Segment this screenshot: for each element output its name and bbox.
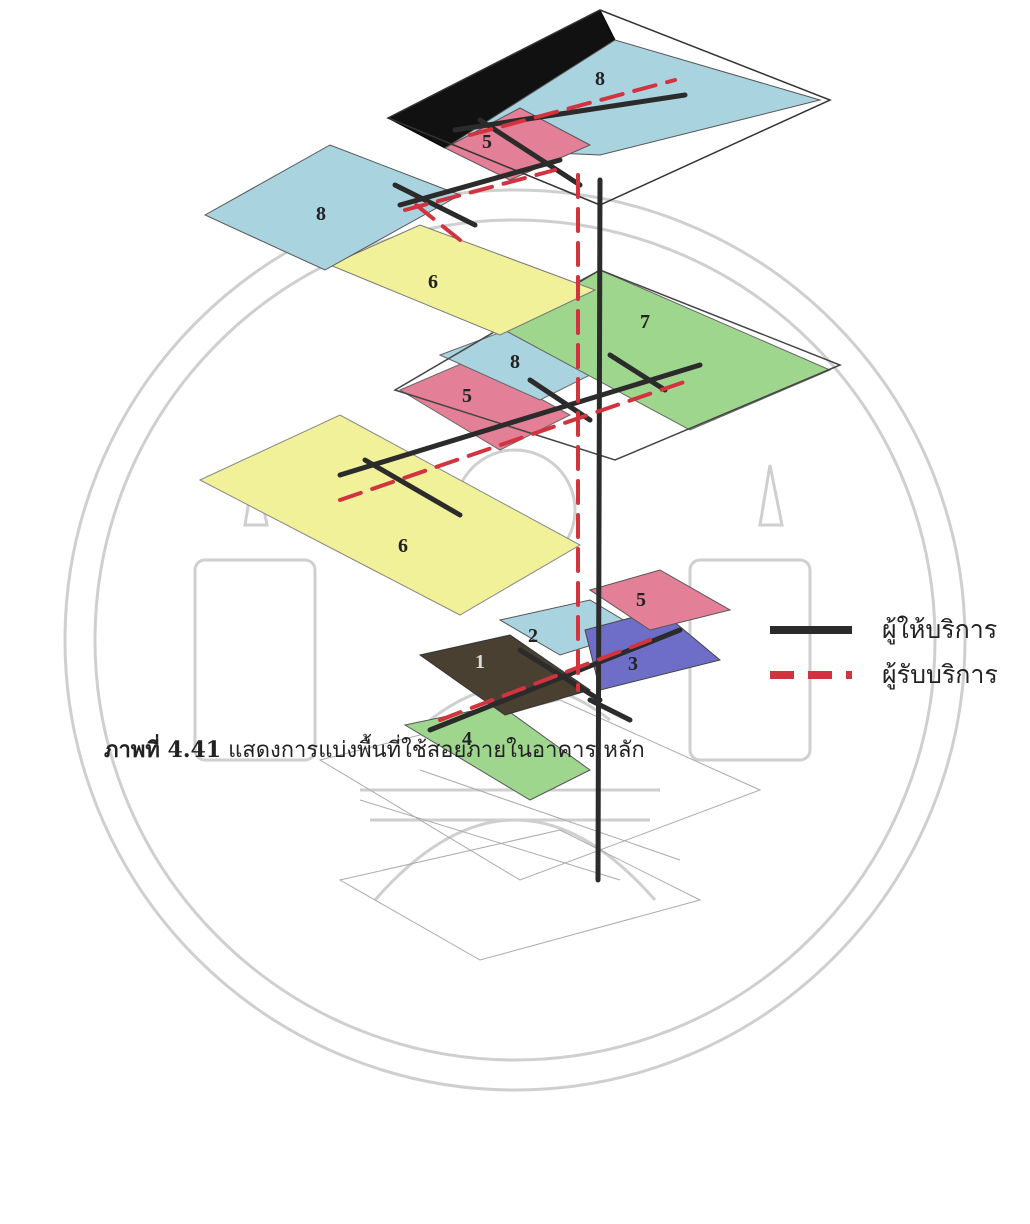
zone-label-5-low: 5 xyxy=(636,589,646,611)
zone-6-upper-plate xyxy=(328,224,597,336)
zone-label-5-top: 5 xyxy=(482,131,492,153)
floor-plates xyxy=(198,9,842,961)
zone-4-plate xyxy=(403,704,591,801)
zone-labels: 8 5 8 6 7 8 5 6 5 2 3 1 4 xyxy=(316,68,650,750)
figure-caption: ภาพที่ 4.41 แสดงการแบ่งพื้นที่ใช้สอยภายใ… xyxy=(104,732,804,767)
zone-label-1: 1 xyxy=(475,651,485,673)
caption-text: แสดงการแบ่งพื้นที่ใช้สอยภายในอาคาร หลัก xyxy=(221,738,645,763)
legend-item-receiver: ผู้รับบริการ xyxy=(770,655,998,695)
zone-label-7: 7 xyxy=(640,311,650,333)
zone-label-4: 4 xyxy=(462,728,472,750)
provider-circulation xyxy=(337,92,703,883)
receiver-line-swatch xyxy=(770,671,852,679)
legend-label-provider: ผู้ให้บริการ xyxy=(882,615,998,644)
zone-5-mid-plate xyxy=(398,359,572,451)
zone-label-5-mid: 5 xyxy=(462,385,472,407)
legend-label-receiver: ผู้รับบริการ xyxy=(882,660,998,689)
floor-4-outline xyxy=(386,9,832,206)
legend-item-provider: ผู้ให้บริการ xyxy=(770,610,997,650)
zone-label-2: 2 xyxy=(528,625,538,647)
caption-figure-number: ภาพที่ 4.41 xyxy=(104,737,222,763)
zone-5-low-plate xyxy=(588,569,732,631)
zone-6-lower-plate xyxy=(198,414,582,616)
zone-label-6-lower: 6 xyxy=(398,535,408,557)
zone-label-6-upper: 6 xyxy=(428,271,438,293)
provider-line-swatch xyxy=(770,626,852,634)
zone-label-8-mid: 8 xyxy=(510,351,520,373)
zone-label-8-left: 8 xyxy=(316,203,326,225)
zone-label-8-top: 8 xyxy=(595,68,605,90)
zone-label-3: 3 xyxy=(628,653,638,675)
zone-1-plate xyxy=(418,634,592,716)
receiver-circulation xyxy=(338,78,692,722)
